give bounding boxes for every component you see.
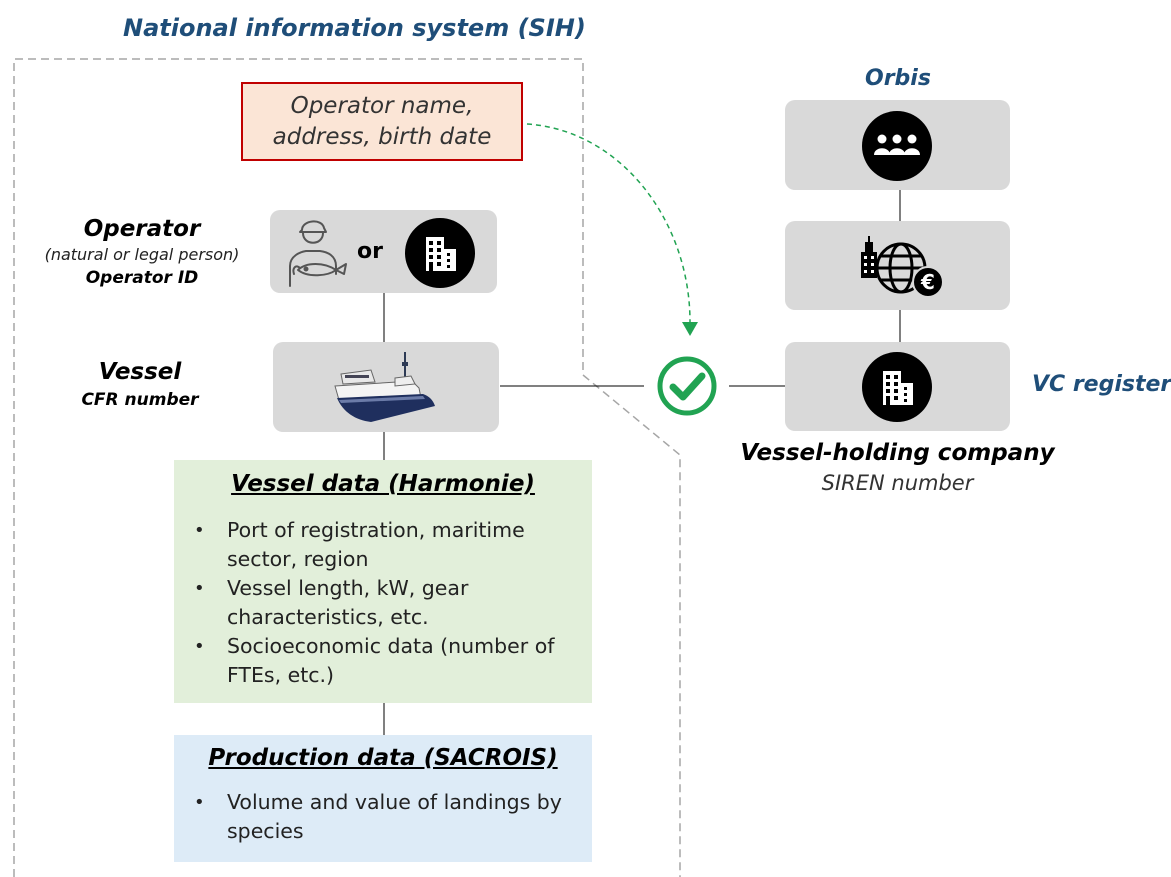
group-people-icon <box>862 111 932 181</box>
company-box <box>785 342 1010 431</box>
operator-info-box: Operator name, address, birth date <box>241 82 523 161</box>
operator-box: or <box>270 210 497 293</box>
operator-info-line2: address, birth date <box>272 123 492 150</box>
office-building-icon <box>862 352 932 422</box>
fisherman-icon <box>284 216 348 293</box>
list-item: Volume and value of landings by species <box>174 788 592 846</box>
office-building-icon <box>405 218 475 288</box>
operator-labels: Operator (natural or legal person) Opera… <box>20 214 264 290</box>
list-item: Port of registration, maritime sector, r… <box>174 516 592 574</box>
fishing-vessel-icon <box>331 348 441 429</box>
vessel-labels: Vessel CFR number <box>60 356 220 412</box>
operator-title: Operator <box>83 216 201 242</box>
production-data-box: Production data (SACROIS) Volume and val… <box>174 735 592 862</box>
sih-title: National information system (SIH) <box>123 14 586 42</box>
operator-subtitle: (natural or legal person) <box>44 245 240 264</box>
or-label: or <box>357 239 383 264</box>
list-item: Socioeconomic data (number of FTEs, etc.… <box>174 632 592 690</box>
vessel-data-box: Vessel data (Harmonie) Port of registrat… <box>174 460 592 703</box>
global-finance-icon: € <box>857 228 947 305</box>
check-circle-icon <box>656 355 718 417</box>
list-item: Vessel length, kW, gear characteristics,… <box>174 574 592 632</box>
vc-register-label: VC register <box>1032 372 1171 397</box>
vessel-box <box>273 342 499 432</box>
company-title: Vessel-holding company <box>740 440 1055 466</box>
vessel-title: Vessel <box>98 359 182 385</box>
production-data-list: Volume and value of landings by species <box>174 788 592 846</box>
orbis-title: Orbis <box>865 66 931 91</box>
vessel-id-label: CFR number <box>81 390 199 410</box>
svg-text:€: € <box>920 270 935 294</box>
vessel-data-list: Port of registration, maritime sector, r… <box>174 516 592 690</box>
orbis-people-box <box>785 100 1010 190</box>
vessel-data-title: Vessel data (Harmonie) <box>231 471 535 497</box>
company-labels: Vessel-holding company SIREN number <box>730 437 1065 497</box>
production-data-title: Production data (SACROIS) <box>208 745 558 771</box>
operator-id-label: Operator ID <box>85 268 199 288</box>
company-id-label: SIREN number <box>821 471 974 495</box>
orbis-finance-box: € <box>785 221 1010 310</box>
operator-info-line1: Operator name, <box>290 92 474 119</box>
